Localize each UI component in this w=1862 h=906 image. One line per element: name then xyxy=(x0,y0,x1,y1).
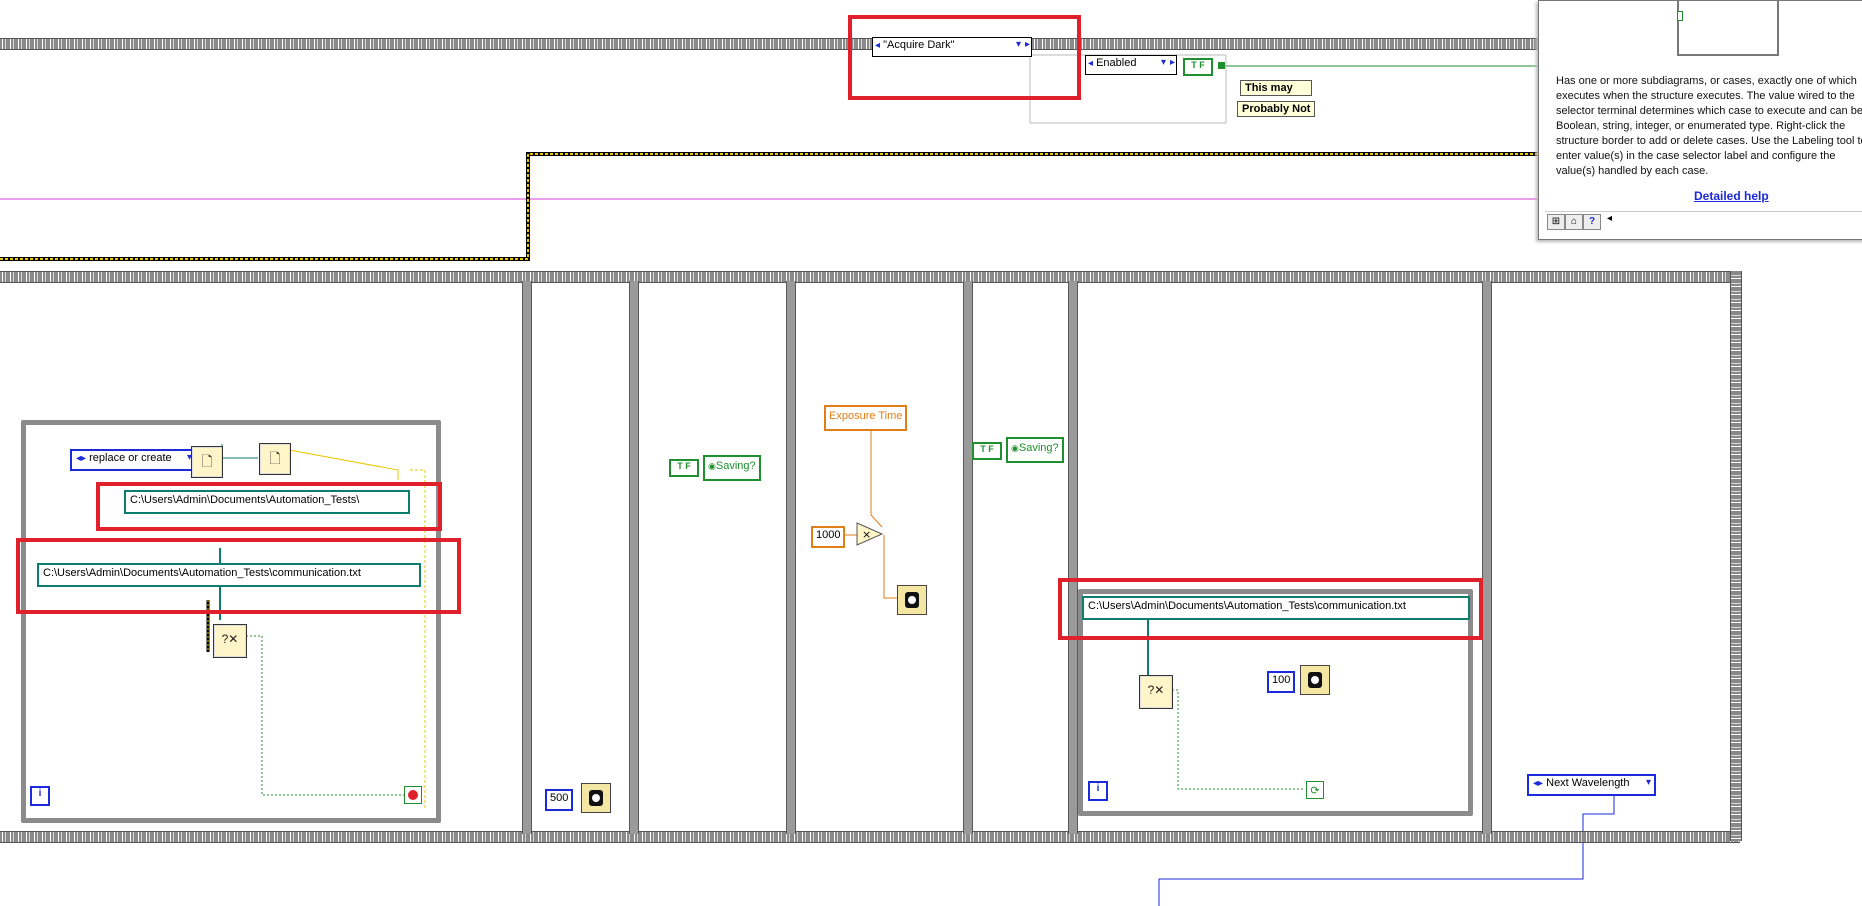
frame-divider-4 xyxy=(963,281,973,834)
highlight-dir-path xyxy=(96,482,442,531)
enabled-ring-value: Enabled xyxy=(1096,57,1137,69)
note-probably-not: Probably Not xyxy=(1237,101,1316,117)
scroll-left-icon[interactable]: ◂ xyxy=(1607,213,1613,224)
context-help-window[interactable]: Has one or more subdiagrams, or cases, e… xyxy=(1538,0,1862,240)
open-file-icon[interactable]: 🗋 xyxy=(191,446,223,478)
sequence-right-border xyxy=(1730,271,1742,841)
next-wavelength-value: Next Wavelength xyxy=(1546,777,1630,789)
stop-condition-terminal[interactable] xyxy=(404,786,422,804)
file-dialog-icon[interactable]: ?✕ xyxy=(213,624,247,658)
saving-local-variable-3[interactable]: ◉Saving? xyxy=(703,455,761,481)
saving-var-label-5: Saving? xyxy=(1018,442,1059,454)
frame-divider-6 xyxy=(1482,281,1492,834)
svg-text:×: × xyxy=(862,528,871,541)
highlight-case-selector xyxy=(848,15,1081,100)
exposure-time-label: Exposure Time xyxy=(829,410,903,422)
case-prev-arrow[interactable]: ◂ xyxy=(875,40,881,51)
highlight-file-path xyxy=(16,538,461,614)
case-selector-value: "Acquire Dark" xyxy=(883,39,955,51)
wait-100-constant[interactable]: 100 xyxy=(1267,671,1296,693)
next-wavelength-ring[interactable]: ◂▸ Next Wavelength ▾ xyxy=(1527,774,1656,796)
exposure-time-local-variable[interactable]: Exposure Time xyxy=(824,405,908,431)
open-mode-ring[interactable]: ◂▸ replace or create ▾ xyxy=(70,449,197,471)
dir-path-constant[interactable]: C:\Users\Admin\Documents\Automation_Test… xyxy=(124,490,410,514)
chevron-down-icon[interactable]: ▾ xyxy=(1015,39,1021,50)
true-false-constant-5[interactable]: T F xyxy=(972,442,1002,460)
detailed-help-link[interactable]: Detailed help xyxy=(1694,189,1769,203)
wait-500-constant[interactable]: 500 xyxy=(545,789,574,811)
saving-local-variable-5[interactable]: ◉Saving? xyxy=(1006,437,1064,463)
help-image-frame xyxy=(1677,1,1779,56)
wait-ms-icon-4[interactable] xyxy=(897,585,927,615)
bool-terminal xyxy=(1218,62,1225,69)
saving-var-label-3: Saving? xyxy=(715,460,756,472)
continue-condition-terminal[interactable]: ⟳ xyxy=(1306,781,1324,799)
true-false-constant[interactable]: T F xyxy=(1183,58,1213,76)
multiplier-1000-constant[interactable]: 1000 xyxy=(811,526,846,548)
help-toolbar: ⊞ ⌂ ? ◂ xyxy=(1545,211,1862,230)
while-loop-2[interactable] xyxy=(1078,589,1473,816)
file-path-constant[interactable]: C:\Users\Admin\Documents\Automation_Test… xyxy=(37,563,421,587)
file-dialog-icon-2[interactable]: ?✕ xyxy=(1139,675,1173,709)
true-false-constant-3[interactable]: T F xyxy=(669,459,699,477)
help-show-optional-button[interactable]: ⊞ xyxy=(1547,214,1565,230)
open-mode-value: replace or create xyxy=(89,452,172,464)
multiply-node-icon[interactable]: × xyxy=(856,522,884,546)
help-description: Has one or more subdiagrams, or cases, e… xyxy=(1556,75,1862,177)
wait-ms-icon-6[interactable] xyxy=(1300,665,1330,695)
frame-divider-2 xyxy=(629,281,639,834)
while-loop-1[interactable] xyxy=(21,420,441,823)
case-selector-ring[interactable]: ◂ "Acquire Dark" ▾ ▸ xyxy=(872,37,1032,57)
case-next-arrow[interactable]: ▸ xyxy=(1024,39,1030,50)
sequence-top-border xyxy=(0,271,1740,283)
frame-divider-3 xyxy=(786,281,796,834)
wait-ms-icon[interactable] xyxy=(581,783,611,813)
close-file-icon[interactable]: 🗋 xyxy=(259,443,291,475)
file-path-constant-2[interactable]: C:\Users\Admin\Documents\Automation_Test… xyxy=(1082,596,1470,620)
outer-structure-top-border xyxy=(0,38,1545,50)
help-image-terminal xyxy=(1677,11,1683,21)
help-question-button[interactable]: ? xyxy=(1583,214,1601,230)
iteration-terminal-2: i xyxy=(1088,781,1108,801)
enabled-ring[interactable]: ◂ Enabled ▾ ▸ xyxy=(1085,55,1177,75)
note-this-may: This may xyxy=(1240,80,1312,96)
sequence-bottom-border xyxy=(0,831,1740,843)
frame-divider-5 xyxy=(1068,281,1078,834)
lock-icon[interactable]: ⌂ xyxy=(1565,214,1583,230)
highlight-file-path-2 xyxy=(1058,578,1483,640)
iteration-terminal: i xyxy=(30,786,50,806)
frame-divider-1 xyxy=(522,281,532,834)
